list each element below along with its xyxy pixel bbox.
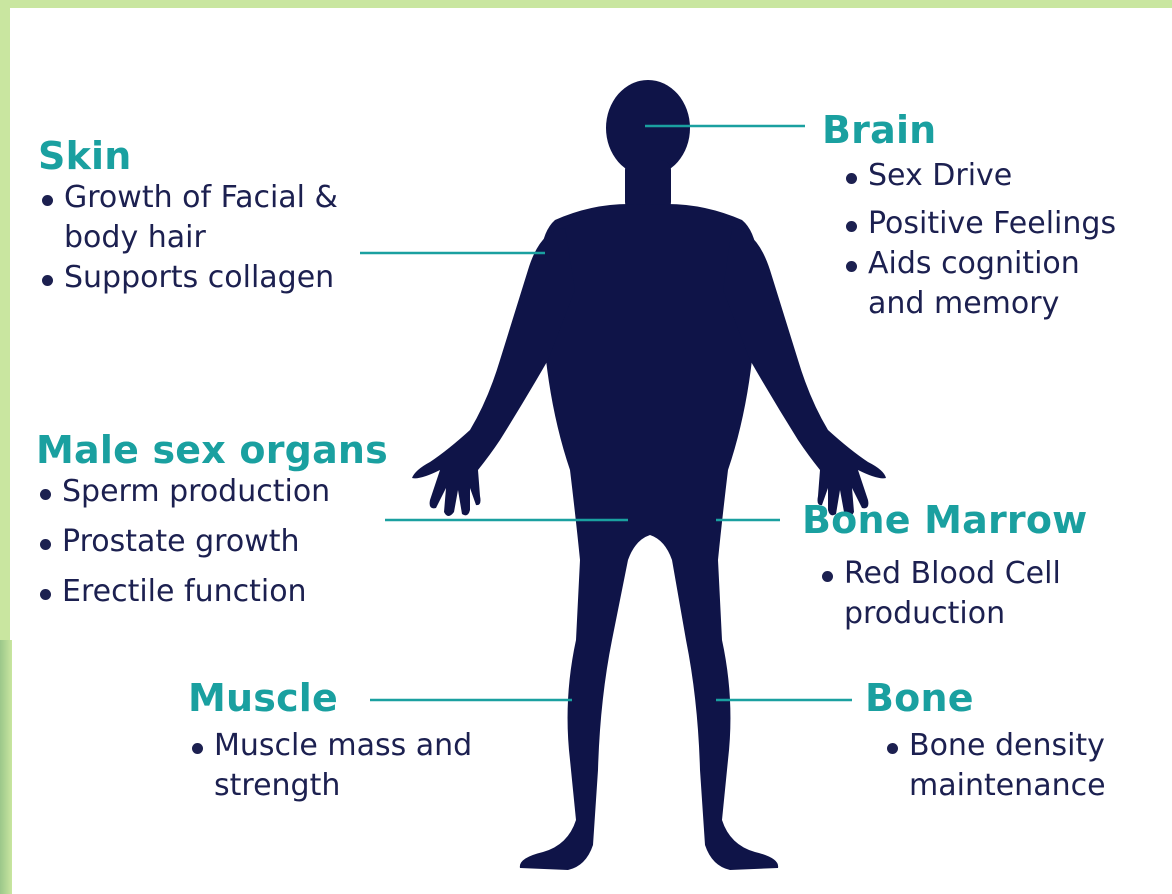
bone-section: Bone Bone density maintenance [865, 676, 1106, 806]
list-item-text: Positive Feelings [868, 206, 1116, 241]
bone-marrow-heading: Bone Marrow [802, 498, 1087, 542]
bone-list: Bone density maintenance [883, 726, 1106, 806]
list-item: Muscle mass and strength [188, 726, 472, 806]
bone-marrow-list: Red Blood Cell production [818, 554, 1087, 634]
brain-list: Sex Drive Positive Feelings Aids cogniti… [842, 156, 1116, 324]
skin-list: Growth of Facial & body hair Supports co… [38, 178, 338, 298]
list-item: Red Blood Cell production [818, 554, 1087, 634]
list-item-text: Bone density [909, 728, 1105, 763]
list-item-text: Prostate growth [62, 524, 300, 559]
list-item-text-continued: production [844, 594, 1087, 634]
brain-heading: Brain [822, 108, 1116, 152]
list-item: Sex Drive [842, 156, 1116, 196]
list-item-text: Sex Drive [868, 158, 1012, 193]
list-item-text-continued: maintenance [909, 766, 1106, 806]
male-sex-organs-section: Male sex organs Sperm production Prostat… [36, 428, 388, 612]
list-item-text-continued: body hair [64, 218, 338, 258]
list-item: Supports collagen [38, 258, 338, 298]
bone-heading: Bone [865, 676, 1106, 720]
list-item-text: Supports collagen [64, 260, 334, 295]
list-item-text: Sperm production [62, 474, 330, 509]
muscle-list: Muscle mass and strength [188, 726, 472, 806]
brain-section: Brain Sex Drive Positive Feelings Aids c… [822, 108, 1116, 324]
list-item: Aids cognition and memory [842, 244, 1116, 324]
list-item-text: Muscle mass and [214, 728, 472, 763]
list-item-text: Aids cognition [868, 246, 1080, 281]
list-item: Positive Feelings [842, 204, 1116, 244]
male-sex-organs-heading: Male sex organs [36, 428, 388, 472]
skin-heading: Skin [38, 134, 338, 178]
list-item: Erectile function [36, 572, 388, 612]
list-item-text: Erectile function [62, 574, 307, 609]
list-item-text-continued: strength [214, 766, 472, 806]
muscle-heading: Muscle [188, 676, 472, 720]
list-item-text-continued: and memory [868, 284, 1116, 324]
list-item: Prostate growth [36, 522, 388, 562]
list-item-text: Growth of Facial & [64, 180, 338, 215]
skin-section: Skin Growth of Facial & body hair Suppor… [38, 134, 338, 298]
list-item: Growth of Facial & body hair [38, 178, 338, 258]
list-item-text: Red Blood Cell [844, 556, 1061, 591]
list-item: Bone density maintenance [883, 726, 1106, 806]
bone-marrow-section: Bone Marrow Red Blood Cell production [802, 498, 1087, 634]
muscle-section: Muscle Muscle mass and strength [188, 676, 472, 806]
human-body-silhouette-icon [412, 80, 886, 870]
list-item: Sperm production [36, 472, 388, 512]
male-sex-organs-list: Sperm production Prostate growth Erectil… [36, 472, 388, 612]
